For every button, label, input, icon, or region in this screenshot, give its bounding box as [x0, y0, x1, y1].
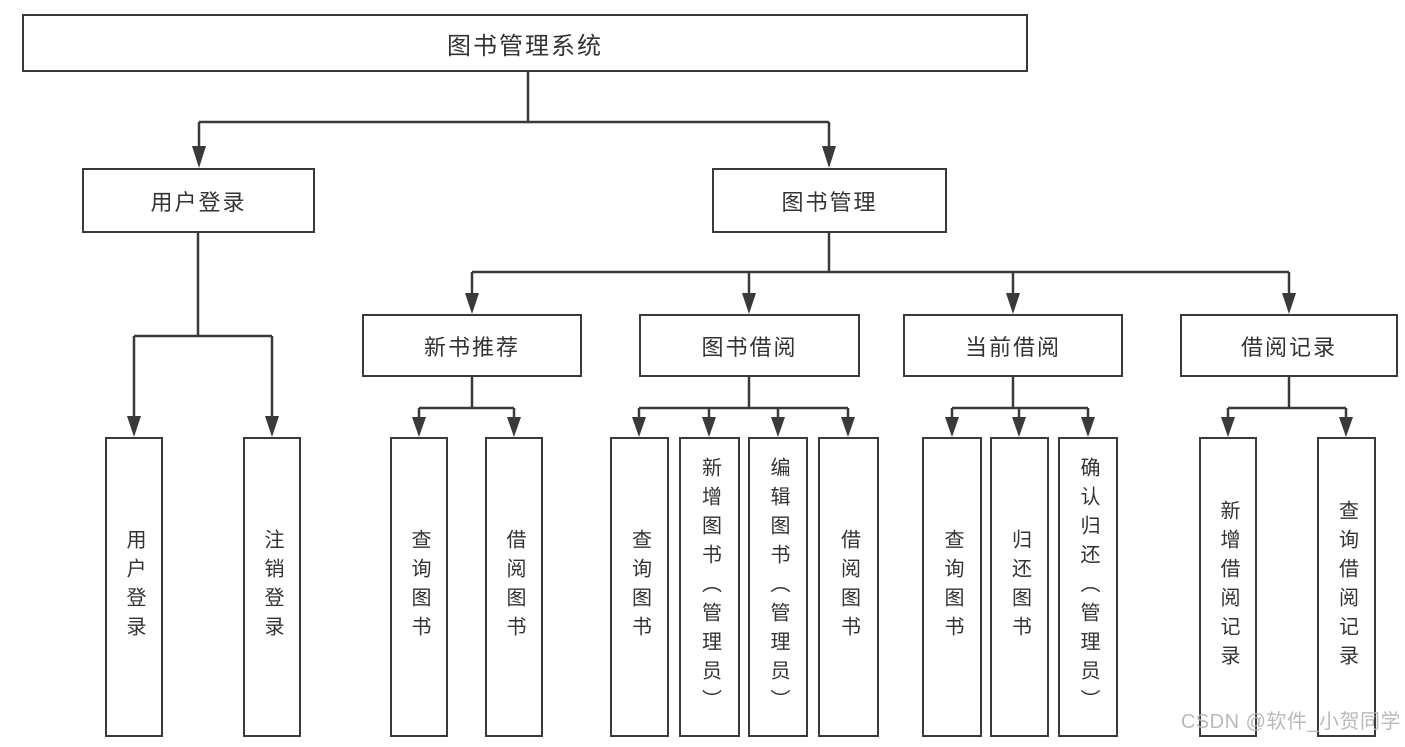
leaf-logout: 注销登录 [243, 437, 301, 737]
leaf-borrow-books: 借阅图书 [818, 437, 879, 737]
node-user-login: 用户登录 [82, 168, 315, 233]
leaf-confirm-return-admin: 确认归还（管理员） [1058, 437, 1118, 737]
node-borrowing-records: 借阅记录 [1180, 314, 1398, 377]
leaf-query-borrow-record: 查询借阅记录 [1317, 437, 1376, 737]
leaf-edit-book-admin-label: 编辑图书（管理员） [767, 456, 789, 718]
leaf-borrow-books-label: 借阅图书 [837, 529, 860, 645]
node-current-borrowing: 当前借阅 [903, 314, 1123, 377]
connector-book-borrowing-to-leaves [632, 377, 855, 437]
node-library-system: 图书管理系统 [22, 14, 1028, 72]
node-new-book-recommendation: 新书推荐 [362, 314, 582, 377]
leaf-borrow-books-recommend-label: 借阅图书 [503, 529, 525, 645]
csdn-watermark: CSDN @软件_小贺同学 [1180, 711, 1401, 733]
leaf-borrow-books-recommend: 借阅图书 [485, 437, 543, 737]
connector-borrowing-records-to-leaves [1221, 377, 1353, 437]
leaf-return-book-label: 归还图书 [1008, 529, 1031, 645]
leaf-return-book: 归还图书 [990, 437, 1049, 737]
leaf-add-book-admin-label: 新增图书（管理员） [698, 456, 721, 718]
leaf-logout-label: 注销登录 [261, 529, 283, 645]
leaf-confirm-return-admin-label: 确认归还（管理员） [1077, 456, 1099, 718]
leaf-user-login: 用户登录 [105, 437, 163, 737]
connector-user-login-to-leaves [127, 233, 279, 437]
leaf-add-borrow-record: 新增借阅记录 [1199, 437, 1257, 737]
leaf-edit-book-admin: 编辑图书（管理员） [748, 437, 808, 737]
connector-current-borrowing-to-leaves [945, 377, 1095, 437]
leaf-query-books-borrow-label: 查询图书 [628, 529, 651, 645]
leaf-add-book-admin: 新增图书（管理员） [679, 437, 740, 737]
leaf-query-books-recommend-label: 查询图书 [408, 529, 430, 645]
leaf-user-login-label: 用户登录 [123, 529, 145, 645]
node-book-borrowing: 图书借阅 [639, 314, 860, 377]
leaf-add-borrow-record-label: 新增借阅记录 [1217, 500, 1239, 674]
connector-root-to-level2 [192, 72, 836, 168]
connector-book-management-to-level3 [465, 233, 1296, 314]
leaf-query-borrow-record-label: 查询借阅记录 [1335, 500, 1358, 674]
leaf-query-books-current: 查询图书 [922, 437, 982, 737]
leaf-query-books-borrow: 查询图书 [610, 437, 669, 737]
leaf-query-books-recommend: 查询图书 [390, 437, 448, 737]
leaf-query-books-current-label: 查询图书 [941, 529, 963, 645]
connector-new-book-to-leaves [412, 377, 521, 437]
node-book-management: 图书管理 [712, 168, 947, 233]
